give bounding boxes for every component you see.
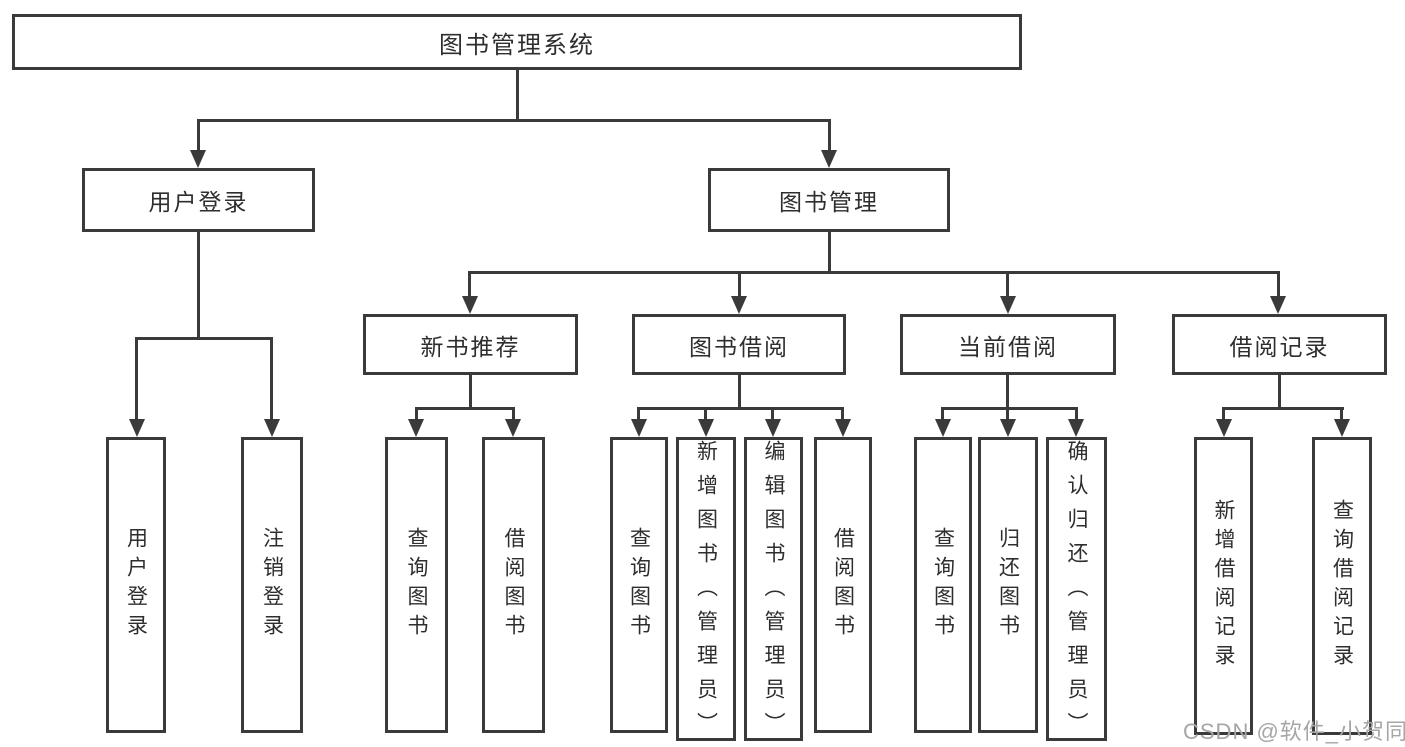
leaf-borrow-book-under-new-book: 借阅图书: [482, 437, 545, 733]
arrowhead-add-record: [1216, 419, 1232, 437]
connector-current-borrowing-split: [941, 407, 1078, 410]
node-borrowing-records: 借阅记录: [1172, 314, 1387, 375]
connector-drop-add-record: [1222, 407, 1225, 421]
connector-drop-add-book: [704, 407, 707, 421]
connector-drop-leaf-user-login: [135, 337, 138, 421]
leaf-confirm-return-admin: 确认归还（管理员）: [1046, 437, 1107, 746]
connector-new-book-stem: [469, 375, 472, 407]
connector-root-stem: [516, 70, 519, 119]
leaf-user-login: 用户登录: [106, 437, 166, 733]
arrowhead-current-borrowing: [1000, 296, 1016, 314]
arrowhead-query-book-c: [935, 419, 951, 437]
node-new-book-recommend: 新书推荐: [363, 314, 578, 375]
leaf-add-borrow-record: 新增借阅记录: [1194, 437, 1253, 735]
leaf-query-borrow-record: 查询借阅记录: [1312, 437, 1372, 735]
leaf-return-book: 归还图书: [978, 437, 1038, 733]
arrowhead-edit-book: [765, 419, 781, 437]
leaf-query-book-under-borrowing: 查询图书: [610, 437, 668, 733]
node-book-borrowing: 图书借阅: [632, 314, 846, 375]
connector-book-borrowing-split: [637, 407, 843, 410]
leaf-logout: 注销登录: [241, 437, 303, 733]
leaf-borrow-book-under-borrowing: 借阅图书: [814, 437, 872, 733]
arrowhead-leaf-logout: [264, 419, 280, 437]
arrowhead-add-book: [698, 419, 714, 437]
arrowhead-leaf-user-login: [129, 419, 145, 437]
arrowhead-book-borrowing: [731, 296, 747, 314]
connector-user-login-split: [135, 337, 273, 340]
leaf-edit-book-admin: 编辑图书（管理员）: [744, 437, 803, 746]
arrowhead-user-login: [190, 150, 206, 168]
connector-book-mgmt-stem: [828, 232, 831, 271]
csdn-watermark: CSDN @软件_小贺同学: [1183, 719, 1405, 744]
connector-drop-book-mgmt: [828, 119, 831, 152]
connector-drop-query-record: [1340, 407, 1343, 421]
connector-drop-borrow-book-a: [512, 407, 515, 421]
connector-borrowing-records-stem: [1278, 375, 1281, 407]
leaf-add-book-admin: 新增图书（管理员）: [676, 437, 736, 746]
connector-drop-new-book-rec: [468, 271, 471, 298]
arrowhead-borrowing-records: [1270, 296, 1286, 314]
connector-drop-user-login: [197, 119, 200, 152]
connector-drop-current-borrowing: [1006, 271, 1009, 298]
arrowhead-confirm-return: [1068, 419, 1084, 437]
connector-drop-return-book: [1006, 407, 1009, 421]
leaf-query-book-under-new-book: 查询图书: [385, 437, 448, 733]
node-current-borrowing: 当前借阅: [900, 314, 1116, 375]
connector-drop-edit-book: [771, 407, 774, 421]
arrowhead-new-book-rec: [462, 296, 478, 314]
leaf-query-book-under-current: 查询图书: [914, 437, 972, 733]
arrowhead-query-book-a: [408, 419, 424, 437]
connector-drop-confirm-return: [1075, 407, 1078, 421]
node-root: 图书管理系统: [12, 14, 1022, 70]
connector-drop-query-book-b: [637, 407, 640, 421]
node-user-login: 用户登录: [82, 168, 315, 232]
connector-drop-query-book-a: [415, 407, 418, 421]
connector-drop-borrowing-records: [1277, 271, 1280, 298]
connector-book-borrowing-stem: [738, 375, 741, 407]
connector-borrowing-records-split: [1222, 407, 1344, 410]
node-book-management: 图书管理: [708, 168, 950, 232]
arrowhead-return-book: [1000, 419, 1016, 437]
connector-book-mgmt-split: [468, 271, 1279, 274]
connector-user-login-stem: [197, 232, 200, 337]
arrowhead-book-mgmt: [821, 150, 837, 168]
arrowhead-borrow-book-a: [505, 419, 521, 437]
arrowhead-query-record: [1334, 419, 1350, 437]
connector-root-split: [197, 119, 831, 122]
connector-current-borrowing-stem: [1006, 375, 1009, 407]
connector-new-book-split: [415, 407, 515, 410]
connector-drop-borrow-book-b: [841, 407, 844, 421]
connector-drop-book-borrowing: [738, 271, 741, 298]
connector-drop-query-book-c: [941, 407, 944, 421]
connector-drop-leaf-logout: [270, 337, 273, 421]
arrowhead-query-book-b: [631, 419, 647, 437]
arrowhead-borrow-book-b: [835, 419, 851, 437]
